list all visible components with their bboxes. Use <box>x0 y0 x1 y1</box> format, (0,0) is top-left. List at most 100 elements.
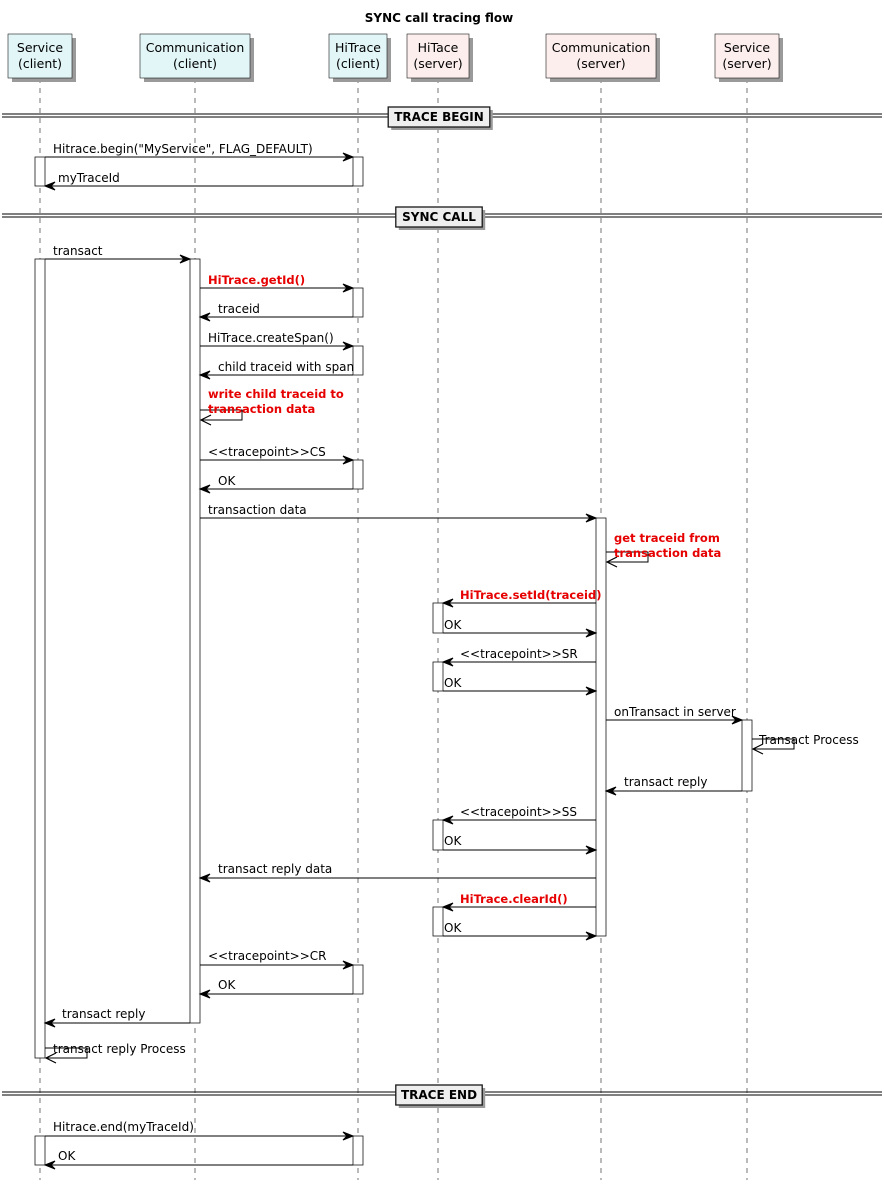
participant-svc_s: Service(server) <box>714 33 783 82</box>
message-label: transaction data <box>614 546 721 560</box>
message-label: transaction data <box>208 503 307 517</box>
divider-label: TRACE BEGIN <box>394 110 484 124</box>
divider-sync: SYNC CALL <box>2 206 882 230</box>
activation-ht_c <box>352 287 364 318</box>
divider-begin: TRACE BEGIN <box>2 106 882 130</box>
activation-ht_c <box>352 156 364 187</box>
participant-svc_c: Service(client) <box>7 33 76 82</box>
message-label: Hitrace.end(myTraceId) <box>53 1120 194 1134</box>
participant-ht_s: HiTace(server) <box>406 33 473 82</box>
message-label: OK <box>444 921 462 935</box>
participant-label: Communication <box>552 40 651 55</box>
message-27: transact reply Process <box>44 1042 186 1064</box>
message-label: transaction data <box>208 402 315 416</box>
diagram-title: SYNC call tracing flow <box>365 11 514 25</box>
divider-label: SYNC CALL <box>402 210 476 224</box>
message-label: child traceid with span <box>218 360 354 374</box>
activation-bars <box>34 156 753 1166</box>
message-17: Transact Process <box>751 733 859 755</box>
participant-box <box>545 33 657 79</box>
lifelines <box>39 78 748 1180</box>
activation-svc_s <box>741 719 753 792</box>
message-4: traceid <box>198 302 353 322</box>
message-label: OK <box>444 834 462 848</box>
participant-label: HiTrace <box>335 40 381 55</box>
message-3: HiTrace.getId() <box>200 273 355 293</box>
message-label: HiTrace.setId(traceid) <box>460 588 601 602</box>
message-label: myTraceId <box>58 171 120 185</box>
participant-label: (client) <box>336 56 380 71</box>
message-label: <<tracepoint>>SS <box>460 805 577 819</box>
activation-svc_c <box>34 258 46 1059</box>
participant-com_c: Communication(client) <box>139 33 254 82</box>
message-label: Hitrace.begin("MyService", FLAG_DEFAULT) <box>53 142 313 156</box>
message-26: transact reply <box>43 1007 190 1028</box>
message-9: OK <box>198 474 353 494</box>
participant-label: (server) <box>576 56 625 71</box>
activation-ht_s <box>432 602 444 634</box>
participant-box <box>139 33 251 79</box>
message-label: transact reply <box>624 775 707 789</box>
message-label: HiTrace.getId() <box>208 273 305 287</box>
message-14: <<tracepoint>>SR <box>441 647 596 667</box>
message-11: get traceid from transaction data <box>605 531 721 568</box>
activation-ht_c <box>352 964 364 995</box>
message-20: OK <box>443 834 598 855</box>
message-label: OK <box>444 618 462 632</box>
message-label: OK <box>58 1149 76 1163</box>
participant-label: Service <box>17 40 64 55</box>
participant-ht_c: HiTrace(client) <box>328 33 391 82</box>
message-0: Hitrace.begin("MyService", FLAG_DEFAULT) <box>45 142 355 162</box>
activation-ht_s <box>432 819 444 851</box>
activation-svc_c <box>34 1135 46 1166</box>
participant-label: (client) <box>18 56 62 71</box>
participant-label: (client) <box>173 56 217 71</box>
message-label: Transact Process <box>758 733 859 747</box>
message-label: OK <box>218 474 236 488</box>
message-label: transact reply data <box>218 862 332 876</box>
message-label: <<tracepoint>>SR <box>460 647 578 661</box>
messages: Hitrace.begin("MyService", FLAG_DEFAULT)… <box>43 142 859 1170</box>
message-label: OK <box>444 676 462 690</box>
message-1: myTraceId <box>43 171 353 191</box>
activation-svc_c <box>34 156 46 187</box>
message-18: transact reply <box>604 775 742 796</box>
participants: Service(client)Communication(client)HiTr… <box>7 33 783 82</box>
message-13: OK <box>443 618 598 638</box>
message-label: <<tracepoint>>CR <box>208 949 327 963</box>
message-5: HiTrace.createSpan() <box>200 331 355 351</box>
message-23: OK <box>443 921 598 941</box>
participant-label: Service <box>724 40 771 55</box>
message-label: HiTrace.clearId() <box>460 892 568 906</box>
participant-box <box>714 33 780 79</box>
message-label: get traceid from <box>614 531 720 545</box>
message-2: transact <box>45 244 192 264</box>
message-22: HiTrace.clearId() <box>441 892 596 912</box>
message-label: traceid <box>218 302 260 316</box>
participant-box <box>328 33 388 79</box>
message-28: Hitrace.end(myTraceId) <box>45 1120 355 1141</box>
message-label: onTransact in server <box>614 705 736 719</box>
activation-com_c <box>189 258 201 1024</box>
message-24: <<tracepoint>>CR <box>200 949 355 970</box>
participant-box <box>406 33 470 79</box>
participant-label: Communication <box>146 40 245 55</box>
message-7: write child traceid to transaction data <box>199 387 344 426</box>
message-29: OK <box>43 1149 353 1170</box>
message-15: OK <box>443 676 598 696</box>
message-label: HiTrace.createSpan() <box>208 331 334 345</box>
message-label: transact reply Process <box>53 1042 186 1056</box>
message-label: transact reply <box>62 1007 145 1021</box>
activation-ht_c <box>352 345 364 376</box>
activation-ht_c <box>352 1135 364 1166</box>
message-19: <<tracepoint>>SS <box>441 805 596 825</box>
message-25: OK <box>198 978 353 999</box>
participant-label: HiTace <box>418 40 459 55</box>
message-12: HiTrace.setId(traceid) <box>441 588 601 608</box>
message-21: transact reply data <box>198 862 596 883</box>
activation-ht_s <box>432 906 444 937</box>
message-label: OK <box>218 978 236 992</box>
activation-ht_s <box>432 661 444 692</box>
